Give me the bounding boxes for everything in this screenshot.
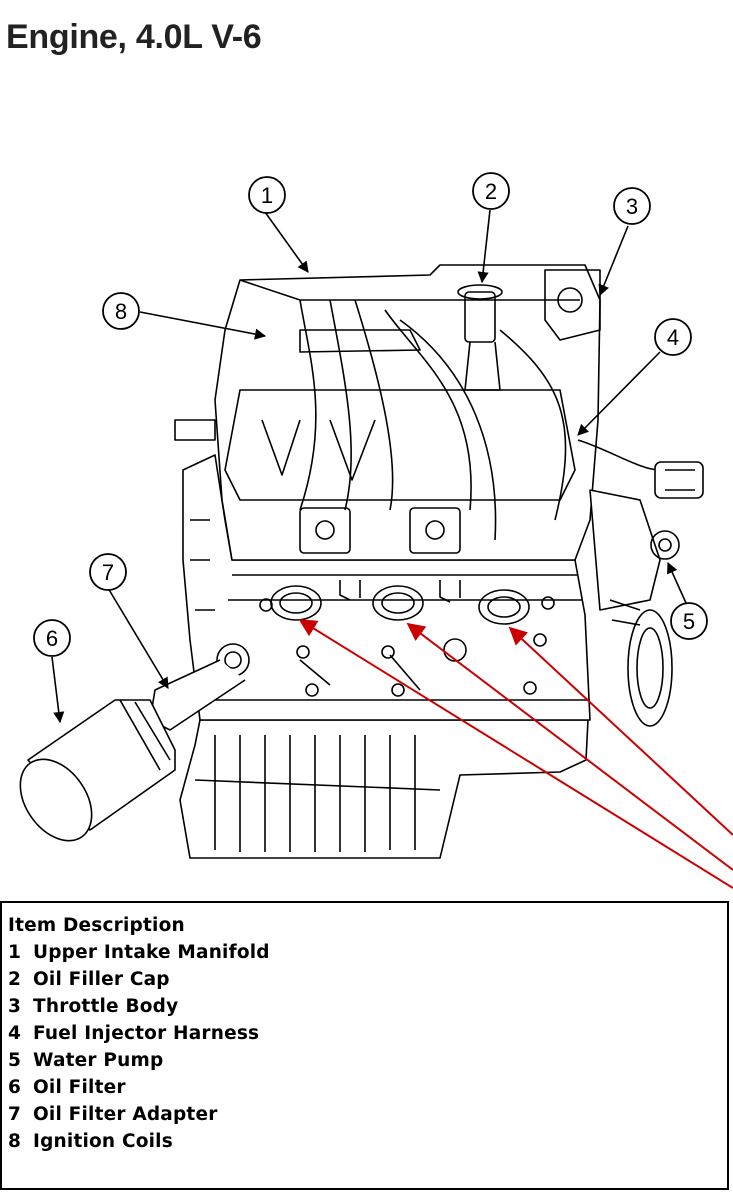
callout-label-5: 5 <box>683 609 695 634</box>
callout-circle-8 <box>102 292 140 330</box>
callout-circle-7 <box>89 553 127 591</box>
legend-item-number: 3 <box>8 996 22 1017</box>
legend-item: 2 Oil Filler Cap <box>8 969 170 990</box>
legend-item-description: Upper Intake Manifold <box>33 942 270 963</box>
callout-circle-4 <box>654 318 692 356</box>
callout-labels: 1 2 3 4 5 6 7 8 <box>46 179 695 651</box>
legend-item-description: Oil Filter <box>33 1077 126 1098</box>
callout-label-8: 8 <box>115 299 127 324</box>
callout-label-1: 1 <box>261 183 273 208</box>
legend-item-number: 8 <box>8 1131 22 1152</box>
page-title: Engine, 4.0L V-6 <box>6 18 262 56</box>
legend-item-number: 4 <box>8 1023 22 1044</box>
callout-leaders <box>51 209 687 724</box>
legend-item: 3 Throttle Body <box>8 996 178 1017</box>
callout-circle-5 <box>670 602 708 640</box>
callout-label-2: 2 <box>485 179 497 204</box>
legend-item-description: Oil Filter Adapter <box>33 1104 218 1125</box>
legend-item: 7 Oil Filter Adapter <box>8 1104 218 1125</box>
callout-circle-2 <box>472 172 510 210</box>
legend-item-description: Oil Filler Cap <box>33 969 170 990</box>
legend-item: 6 Oil Filter <box>8 1077 126 1098</box>
callout-label-7: 7 <box>102 560 114 585</box>
callout-circle-1 <box>248 176 286 214</box>
legend-item: 8 Ignition Coils <box>8 1131 173 1152</box>
callout-circles <box>33 172 708 657</box>
red-arrows <box>298 619 733 889</box>
legend-item-description: Throttle Body <box>33 996 179 1017</box>
legend-item-number: 7 <box>8 1104 22 1125</box>
legend-item-number: 1 <box>8 942 22 963</box>
legend-item: 5 Water Pump <box>8 1050 163 1071</box>
engine-diagram: 1 2 3 4 5 6 7 8 <box>19 172 733 889</box>
legend-item-number: 2 <box>8 969 22 990</box>
callout-label-3: 3 <box>626 194 638 219</box>
legend-item-number: 6 <box>8 1077 22 1098</box>
legend-item: 1 Upper Intake Manifold <box>8 942 270 963</box>
callout-label-6: 6 <box>46 626 58 651</box>
callout-label-4: 4 <box>667 325 679 350</box>
legend-item-description: Water Pump <box>33 1050 164 1071</box>
legend-item-description: Ignition Coils <box>33 1131 173 1152</box>
legend-item-description: Fuel Injector Harness <box>33 1023 260 1044</box>
legend-item-number: 5 <box>8 1050 22 1071</box>
callout-circle-6 <box>33 619 71 657</box>
callout-circle-3 <box>613 187 651 225</box>
legend-item: 4 Fuel Injector Harness <box>8 1023 259 1044</box>
engine-illustration <box>19 264 704 859</box>
legend-header: Item Description <box>8 915 185 936</box>
